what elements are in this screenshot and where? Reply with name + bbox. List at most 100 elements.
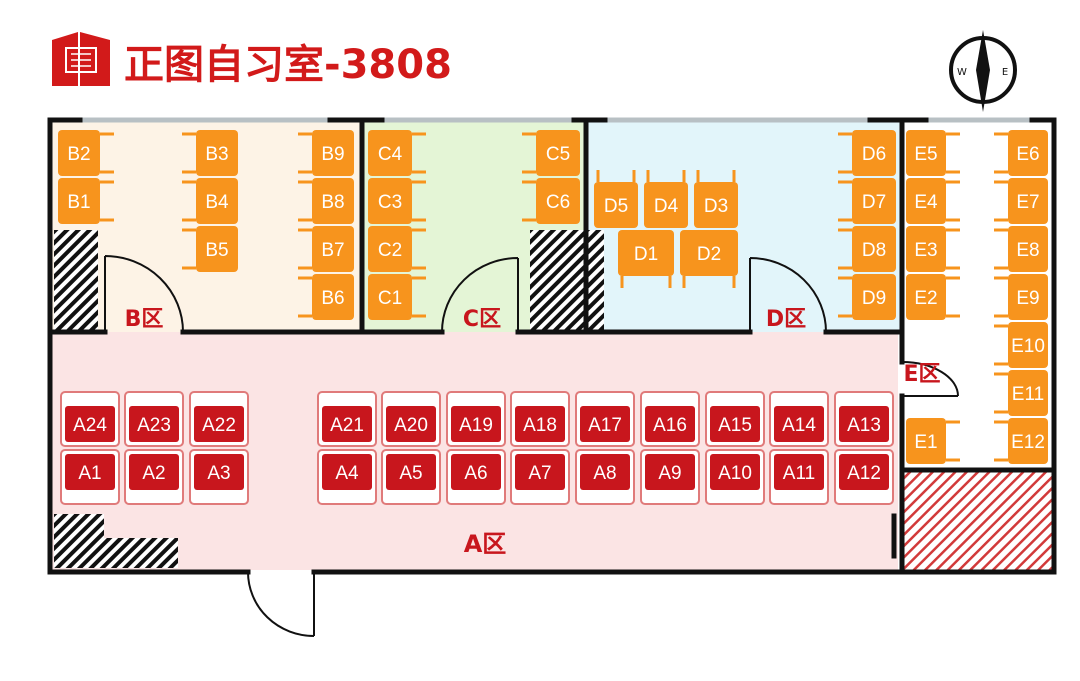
seat-label: A20 xyxy=(394,415,428,436)
seat-e11[interactable]: E11 xyxy=(994,370,1048,416)
seat-label: D7 xyxy=(862,192,886,213)
seat-label: E11 xyxy=(1012,384,1044,405)
door-b xyxy=(104,255,184,333)
seat-e6[interactable]: E6 xyxy=(994,130,1048,176)
seat-e5[interactable]: E5 xyxy=(906,130,960,176)
seat-a19[interactable]: A19 xyxy=(446,391,506,447)
seat-label: A4 xyxy=(335,463,359,484)
door-main xyxy=(247,571,315,637)
seat-label: A13 xyxy=(847,415,881,436)
seat-label: D3 xyxy=(704,196,728,217)
seat-label: E10 xyxy=(1011,336,1045,357)
seat-e12[interactable]: E12 xyxy=(994,418,1048,464)
seat-d4[interactable]: D4 xyxy=(644,170,688,228)
seat-label: A2 xyxy=(142,463,165,484)
seat-d9[interactable]: D9 xyxy=(838,274,896,320)
seat-e3[interactable]: E3 xyxy=(906,226,960,272)
seat-d8[interactable]: D8 xyxy=(838,226,896,272)
seat-a5[interactable]: A5 xyxy=(381,449,441,505)
seat-label: C6 xyxy=(546,192,570,213)
seat-e8[interactable]: E8 xyxy=(994,226,1048,272)
seat-a14[interactable]: A14 xyxy=(769,391,829,447)
seat-label: A8 xyxy=(593,463,616,484)
seat-label: B4 xyxy=(205,192,229,213)
seat-c3[interactable]: C3 xyxy=(368,178,426,224)
seat-e1[interactable]: E1 xyxy=(906,418,960,464)
seat-a22[interactable]: A22 xyxy=(189,391,249,447)
seat-label: A11 xyxy=(783,463,815,484)
seat-b6[interactable]: B6 xyxy=(298,274,354,320)
seat-label: A16 xyxy=(653,415,687,436)
seat-label: A15 xyxy=(718,415,752,436)
seat-label: D9 xyxy=(862,288,886,309)
seat-b3[interactable]: B3 xyxy=(182,130,238,176)
seat-a16[interactable]: A16 xyxy=(640,391,700,447)
seat-b2[interactable]: B2 xyxy=(58,130,114,176)
seat-d6[interactable]: D6 xyxy=(838,130,896,176)
seat-b5[interactable]: B5 xyxy=(182,226,238,272)
seat-c1[interactable]: C1 xyxy=(368,274,426,320)
seat-a9[interactable]: A9 xyxy=(640,449,700,505)
seat-a2[interactable]: A2 xyxy=(124,449,184,505)
seat-e7[interactable]: E7 xyxy=(994,178,1048,224)
seat-c4[interactable]: C4 xyxy=(368,130,426,176)
door-c xyxy=(441,257,519,333)
zone-c-label: C区 xyxy=(463,307,501,332)
seat-a4[interactable]: A4 xyxy=(317,449,377,505)
seat-b4[interactable]: B4 xyxy=(182,178,238,224)
seat-label: D1 xyxy=(634,244,658,265)
seat-label: C2 xyxy=(378,240,402,261)
seat-a17[interactable]: A17 xyxy=(575,391,635,447)
seat-d7[interactable]: D7 xyxy=(838,178,896,224)
seat-label: A10 xyxy=(718,463,752,484)
seat-c2[interactable]: C2 xyxy=(368,226,426,272)
seat-a23[interactable]: A23 xyxy=(124,391,184,447)
seat-a13[interactable]: A13 xyxy=(834,391,894,447)
seat-a7[interactable]: A7 xyxy=(510,449,570,505)
seat-e9[interactable]: E9 xyxy=(994,274,1048,320)
seat-a10[interactable]: A10 xyxy=(705,449,765,505)
seat-a21[interactable]: A21 xyxy=(317,391,377,447)
door-d xyxy=(749,257,827,333)
seat-c6[interactable]: C6 xyxy=(522,178,580,224)
seat-label: A5 xyxy=(399,463,422,484)
hatched-area-red xyxy=(902,472,1052,570)
seat-d5[interactable]: D5 xyxy=(594,170,638,228)
seat-e2[interactable]: E2 xyxy=(906,274,960,320)
seat-a15[interactable]: A15 xyxy=(705,391,765,447)
door-e xyxy=(901,361,959,397)
seat-e4[interactable]: E4 xyxy=(906,178,960,224)
seat-b8[interactable]: B8 xyxy=(298,178,354,224)
seat-a12[interactable]: A12 xyxy=(834,449,894,505)
seat-b7[interactable]: B7 xyxy=(298,226,354,272)
seat-c5[interactable]: C5 xyxy=(522,130,580,176)
seat-a6[interactable]: A6 xyxy=(446,449,506,505)
seat-label: C1 xyxy=(378,288,402,309)
seat-e10[interactable]: E10 xyxy=(994,322,1048,368)
seat-d2[interactable]: D2 xyxy=(680,230,738,288)
seat-label: B3 xyxy=(205,144,228,165)
seat-a11[interactable]: A11 xyxy=(769,449,829,505)
seat-label: E12 xyxy=(1011,432,1045,453)
seat-a24[interactable]: A24 xyxy=(60,391,120,447)
seat-a18[interactable]: A18 xyxy=(510,391,570,447)
seat-d1[interactable]: D1 xyxy=(618,230,674,288)
zone-a-label: A区 xyxy=(464,530,507,558)
seat-label: B7 xyxy=(321,240,344,261)
seat-a20[interactable]: A20 xyxy=(381,391,441,447)
seat-a8[interactable]: A8 xyxy=(575,449,635,505)
seat-label: A6 xyxy=(464,463,487,484)
seat-label: C3 xyxy=(378,192,402,213)
seat-a3[interactable]: A3 xyxy=(189,449,249,505)
doors xyxy=(104,255,959,637)
seat-d3[interactable]: D3 xyxy=(694,170,738,228)
seat-a1[interactable]: A1 xyxy=(60,449,120,505)
hatched-block xyxy=(530,230,604,330)
seat-b1[interactable]: B1 xyxy=(58,178,114,224)
seat-b9[interactable]: B9 xyxy=(298,130,354,176)
